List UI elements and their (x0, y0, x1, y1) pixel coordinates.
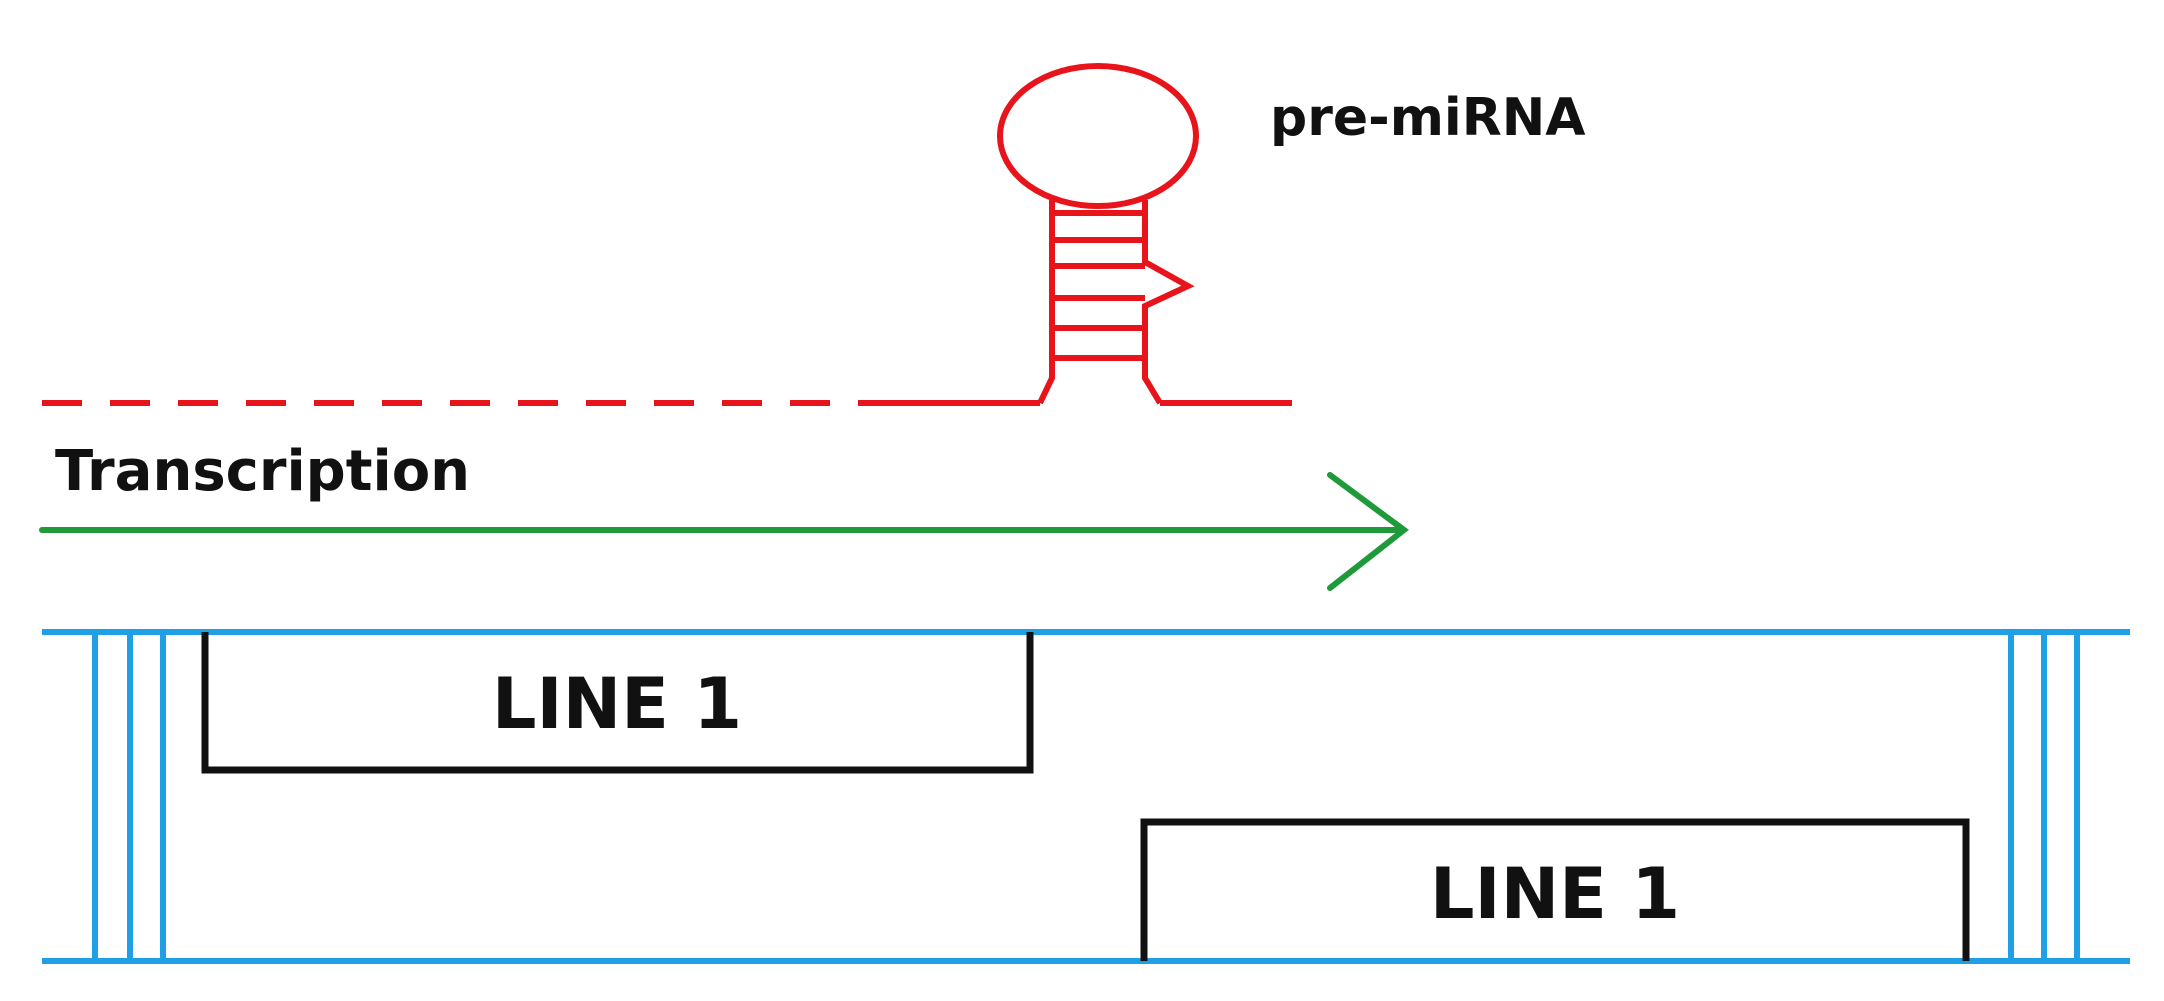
arrow-head (1327, 472, 1409, 591)
line1-box-lower (1140, 818, 1970, 961)
pre-mirna-hairpin (42, 63, 1292, 406)
transcription-label: Transcription (55, 439, 470, 504)
dna-strands (42, 629, 2130, 964)
line1-label-lower: LINE 1 (1430, 853, 1680, 935)
pre-mirna-label: pre-miRNA (1270, 88, 1586, 148)
stem-left-strand (1037, 200, 1055, 405)
line1-label-upper: LINE 1 (492, 663, 742, 745)
line1-box-upper (201, 632, 1034, 774)
transcription-arrow (39, 472, 1409, 591)
stem-right-strand (1142, 200, 1195, 405)
terminal-loop (997, 63, 1199, 209)
